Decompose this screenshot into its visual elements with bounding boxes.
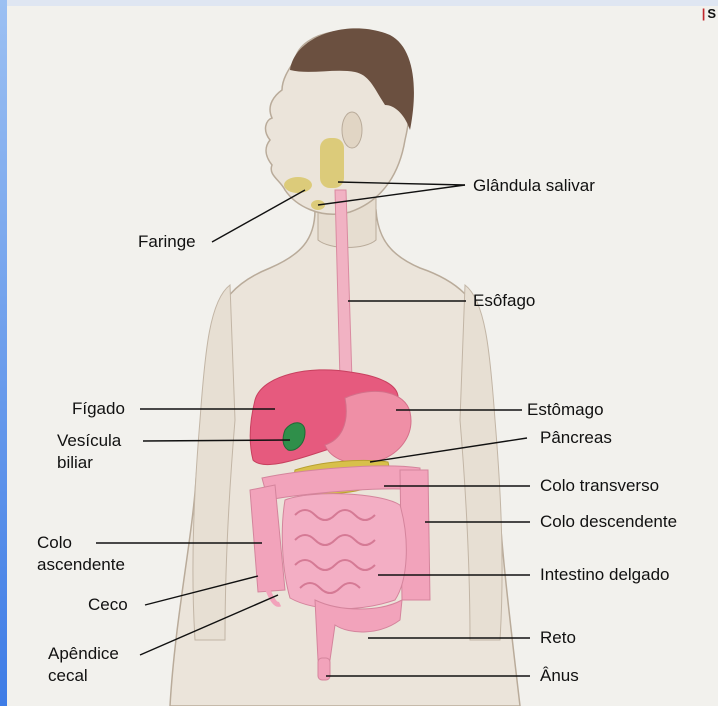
label-faringe: Faringe: [138, 231, 196, 253]
label-figado: Fígado: [72, 398, 125, 420]
label-colo-ascendente-line1: Colo: [37, 532, 125, 554]
label-anus: Ânus: [540, 665, 579, 687]
label-reto: Reto: [540, 627, 576, 649]
label-glandula-salivar: Glândula salivar: [473, 175, 595, 197]
label-intestino-delgado: Intestino delgado: [540, 564, 670, 586]
label-apendice-line1: Apêndice: [48, 643, 119, 665]
label-ceco: Ceco: [88, 594, 128, 616]
label-apendice-line2: cecal: [48, 665, 119, 687]
label-vesicula-line2: biliar: [57, 452, 121, 474]
label-colo-transverso: Colo transverso: [540, 475, 659, 497]
salivary-gland-shape: [320, 138, 344, 188]
label-vesicula-biliar: Vesícula biliar: [57, 430, 121, 474]
label-pancreas: Pâncreas: [540, 427, 612, 449]
label-estomago: Estômago: [527, 399, 604, 421]
label-colo-ascendente: Colo ascendente: [37, 532, 125, 576]
label-colo-ascendente-line2: ascendente: [37, 554, 125, 576]
leader-vesicula: [143, 440, 290, 441]
label-apendice-cecal: Apêndice cecal: [48, 643, 119, 687]
salivary-gland-lower-shape: [284, 177, 312, 193]
label-colo-descendente: Colo descendente: [540, 511, 677, 533]
label-vesicula-line1: Vesícula: [57, 430, 121, 452]
leader-faringe: [212, 190, 305, 242]
label-esofago: Esôfago: [473, 290, 535, 312]
ear: [342, 112, 362, 148]
